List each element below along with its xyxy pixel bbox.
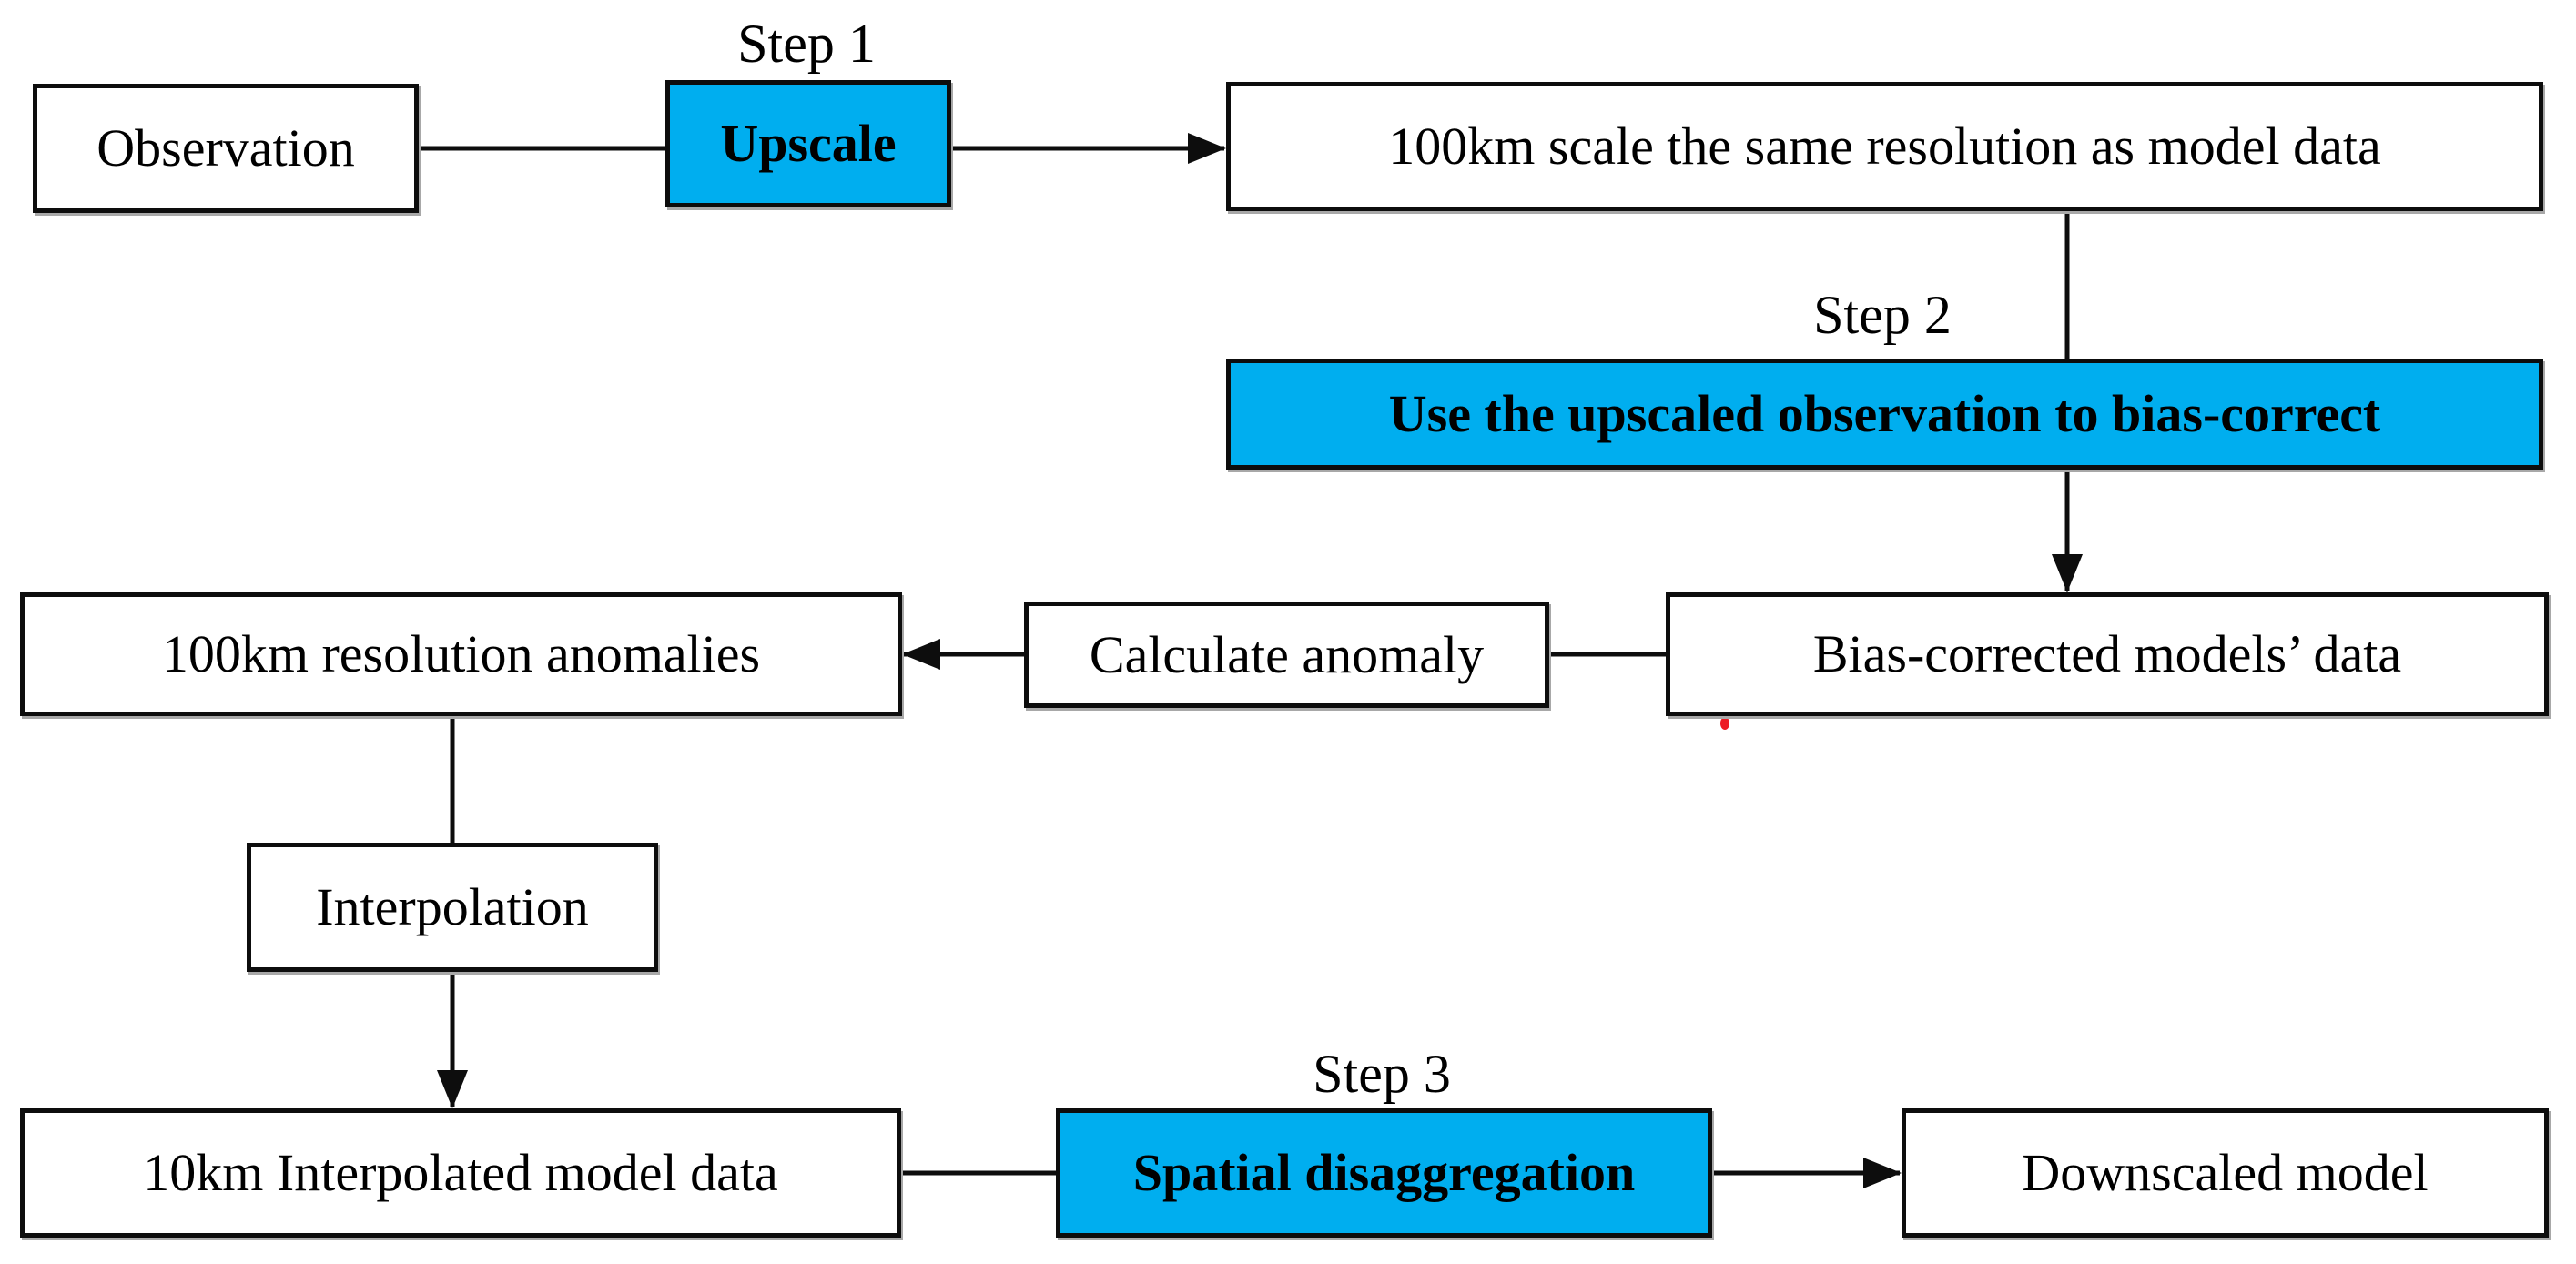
node-interpolation: Interpolation bbox=[247, 843, 658, 972]
step3-label: Step 3 bbox=[1313, 1044, 1451, 1104]
step2-label: Step 2 bbox=[1813, 285, 1952, 345]
node-interpolated-10km: 10km Interpolated model data bbox=[20, 1108, 901, 1238]
node-spatial-disaggregation: Spatial disaggregation bbox=[1056, 1108, 1712, 1238]
node-observation: Observation bbox=[33, 84, 419, 213]
node-scale-100km: 100km scale the same resolution as model… bbox=[1226, 82, 2543, 211]
node-calculate-anomaly: Calculate anomaly bbox=[1024, 602, 1549, 708]
node-bias-correct: Use the upscaled observation to bias-cor… bbox=[1226, 359, 2543, 470]
node-anomalies-100km: 100km resolution anomalies bbox=[20, 592, 902, 716]
step1-label: Step 1 bbox=[737, 14, 876, 74]
red-annotation-dot bbox=[1720, 717, 1729, 730]
node-bias-corrected-data: Bias-corrected models’ data bbox=[1666, 592, 2549, 716]
node-upscale: Upscale bbox=[665, 80, 951, 207]
node-downscaled-model: Downscaled model bbox=[1902, 1108, 2549, 1238]
